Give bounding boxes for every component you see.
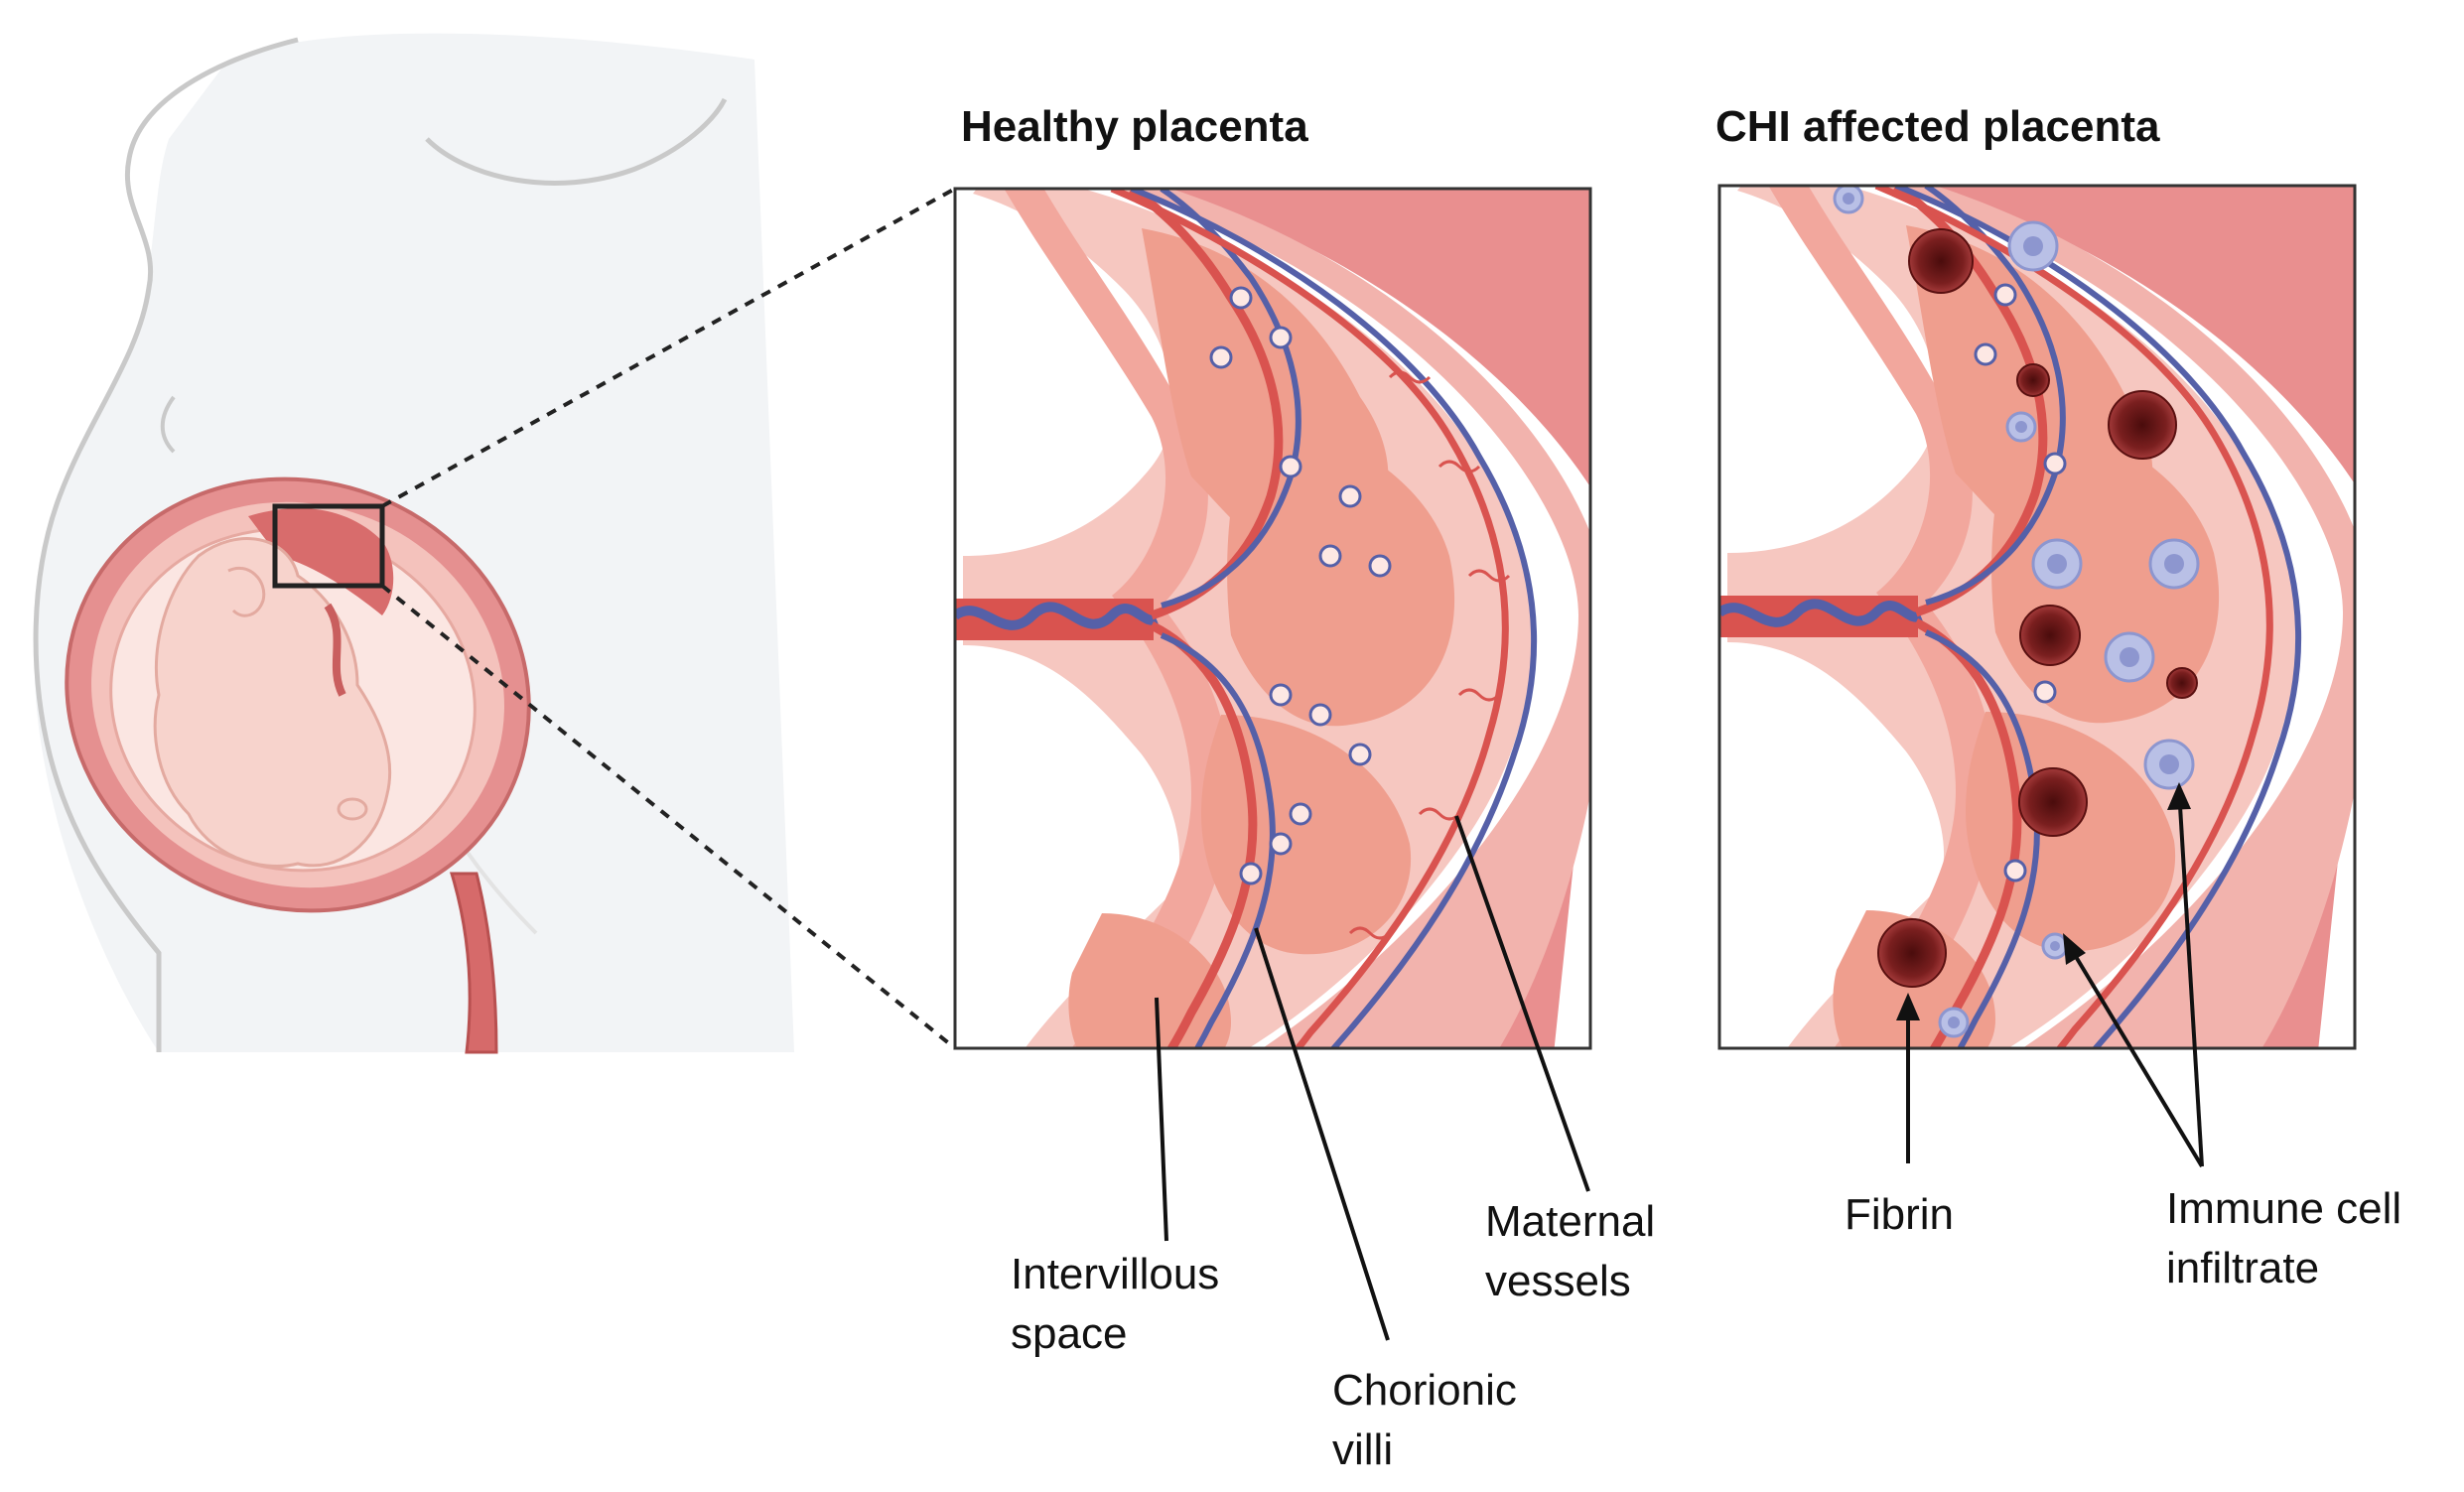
arrow-immune-1-head xyxy=(2063,933,2086,965)
affected-panel-title: CHI affected placenta xyxy=(1715,102,2160,151)
label-maternal-line2: vessels xyxy=(1485,1257,1631,1305)
healthy-panel-frame xyxy=(953,187,1592,1050)
label-maternal-vessels: Maternal vessels xyxy=(1485,1197,1655,1305)
label-intervillous-line1: Intervillous xyxy=(1011,1250,1219,1298)
affected-placenta-panel xyxy=(1719,186,2355,1048)
arrow-immune-2-shaft xyxy=(2178,805,2204,1167)
immune-cell xyxy=(2005,411,2037,443)
cervix xyxy=(449,872,498,1054)
fibrin-deposit xyxy=(2166,667,2198,699)
navel-curve xyxy=(160,395,176,454)
body-outline xyxy=(33,37,299,1052)
callout-line-intervillous xyxy=(1155,997,1168,1242)
immune-cell xyxy=(2007,220,2059,272)
arrow-immune-2-head xyxy=(2167,782,2191,810)
immune-cells xyxy=(1833,186,2200,1038)
decidua-band xyxy=(1112,189,1590,1048)
immune-cell xyxy=(2148,538,2200,590)
label-chorionic-villi: Chorionic villi xyxy=(1332,1366,1517,1474)
immune-cell xyxy=(1833,186,1864,214)
fibrin-deposit xyxy=(2018,767,2088,837)
label-chorionic-line2: villi xyxy=(1332,1425,1393,1474)
fetus-arm xyxy=(227,566,266,617)
immune-cell xyxy=(2031,538,2083,590)
vein-main xyxy=(1160,189,1301,1048)
fibrin-deposit xyxy=(2016,363,2050,397)
breast-curve xyxy=(425,97,728,186)
label-intervillous-line2: space xyxy=(1011,1309,1127,1358)
callout-lines xyxy=(1155,815,1590,1341)
umbilical-vein-coil xyxy=(955,602,1159,630)
label-fibrin: Fibrin xyxy=(1845,1190,1954,1239)
fibrin-deposit xyxy=(2019,605,2081,666)
immune-cell xyxy=(2143,739,2195,790)
arrow-fibrin-head xyxy=(1896,993,1920,1020)
fetus-ear xyxy=(337,797,368,821)
healthy-panel-title: Healthy placenta xyxy=(961,102,1308,151)
chorionic-villi xyxy=(1209,286,1392,885)
immune-cell xyxy=(2104,631,2155,683)
placenta-in-uterus xyxy=(248,508,394,615)
healthy-placenta-art xyxy=(955,189,1590,1048)
umbilical-cord xyxy=(324,603,346,697)
label-fibrin-line1: Fibrin xyxy=(1845,1190,1954,1239)
immune-cell xyxy=(2041,932,2069,960)
callout-line-maternal xyxy=(1454,815,1590,1192)
villous-tree-lower xyxy=(1201,715,1412,955)
fibrin-deposit xyxy=(1908,228,1974,294)
uterus-illustration xyxy=(65,476,531,1054)
immune-cell xyxy=(1938,1007,1970,1038)
fibrin-deposit xyxy=(2108,390,2177,460)
callout-line-chorionic xyxy=(1254,927,1390,1341)
zoom-line-bottom xyxy=(380,584,957,1050)
arrow-immune-1-shaft xyxy=(2073,953,2204,1168)
fibrin-deposit xyxy=(1877,918,1947,988)
maternal-vessels-vein xyxy=(1130,189,1538,1048)
outer-uterine-wall xyxy=(1164,189,1590,1048)
callout-arrows xyxy=(1896,782,2204,1168)
label-maternal-line1: Maternal xyxy=(1485,1197,1655,1246)
healthy-placenta-panel xyxy=(955,189,1590,1048)
label-immune-cell-infiltrate: Immune cell infiltrate xyxy=(2166,1184,2401,1292)
zoom-region-box xyxy=(272,503,385,589)
zoom-line-top xyxy=(381,187,956,508)
affected-panel-frame xyxy=(1717,184,2357,1050)
fibrin-deposits xyxy=(1877,228,2198,988)
label-immune-line2: infiltrate xyxy=(2166,1244,2319,1292)
zoom-lines xyxy=(380,187,957,1050)
label-chorionic-line1: Chorionic xyxy=(1332,1366,1517,1415)
maternal-vessels-artery xyxy=(1110,189,1509,1048)
maternal-spiral-arteries xyxy=(1348,370,1511,940)
label-intervillous-space: Intervillous space xyxy=(1011,1250,1219,1358)
label-immune-line1: Immune cell xyxy=(2166,1184,2401,1233)
